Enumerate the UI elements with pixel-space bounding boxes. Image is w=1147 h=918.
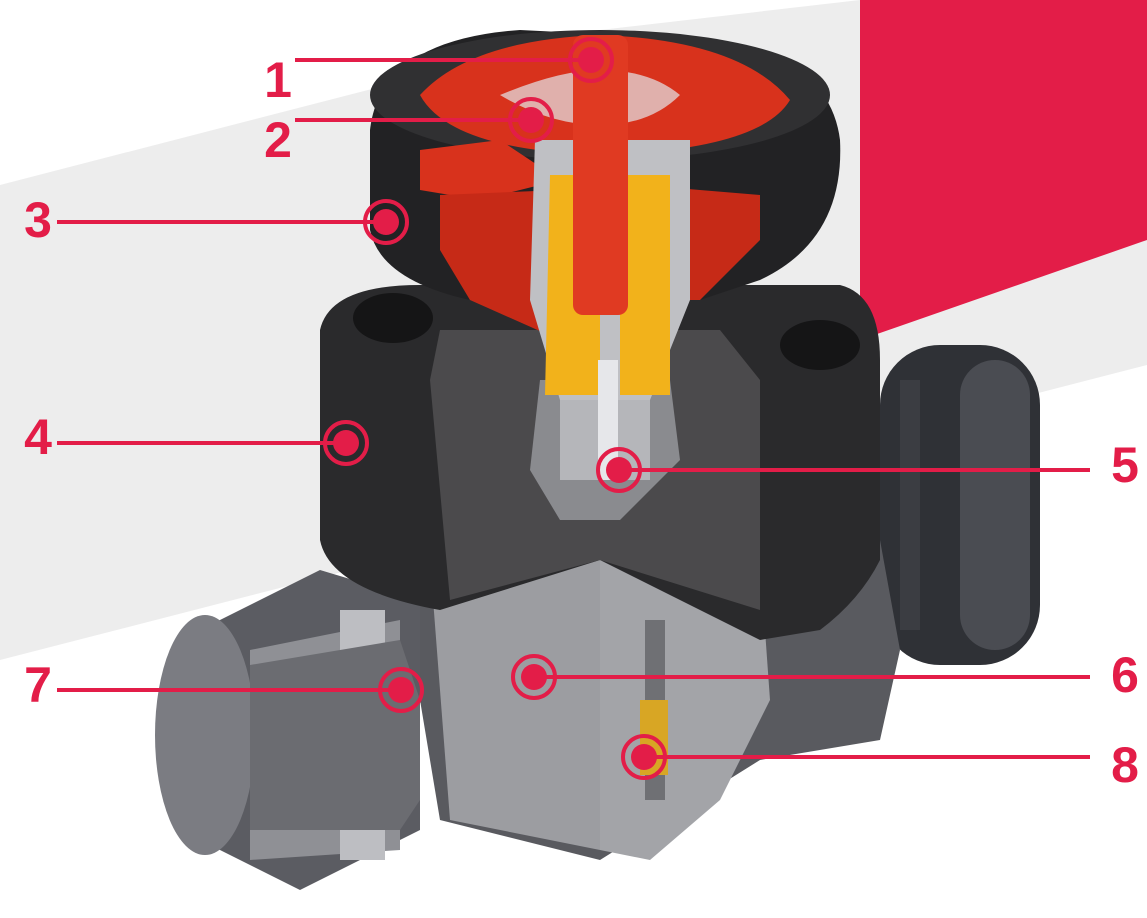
corner-red-block [860, 0, 1147, 340]
callout-number-4: 4 [24, 409, 52, 465]
callout-markers [323, 37, 667, 780]
callout-number-7: 7 [24, 657, 52, 713]
callout-number-6: 6 [1111, 647, 1139, 703]
callout-marker-dot-3 [373, 209, 399, 235]
callout-marker-ring-8 [621, 734, 667, 780]
callout-marker-dot-5 [606, 457, 632, 483]
callout-marker-dot-6 [521, 664, 547, 690]
callout-marker-ring-4 [323, 420, 369, 466]
callout-number-3: 3 [24, 192, 52, 248]
callout-marker-dot-7 [388, 677, 414, 703]
left-union [155, 570, 420, 890]
leader-lines [57, 58, 1090, 759]
callout-marker-ring-2 [508, 97, 554, 143]
callout-marker-ring-3 [363, 199, 409, 245]
callout-number-5: 5 [1111, 437, 1139, 493]
callout-marker-dot-1 [578, 47, 604, 73]
callout-number-2: 2 [264, 112, 292, 168]
callout-marker-dot-4 [333, 430, 359, 456]
right-union-nut [880, 345, 1040, 665]
callout-marker-ring-1 [568, 37, 614, 83]
spindle [530, 35, 690, 480]
callout-marker-dot-2 [518, 107, 544, 133]
bonnet [320, 285, 880, 640]
callout-marker-dot-8 [631, 744, 657, 770]
callout-number-8: 8 [1111, 737, 1139, 793]
callout-number-1: 1 [264, 52, 292, 108]
callout-marker-ring-7 [378, 667, 424, 713]
callout-marker-ring-6 [511, 654, 557, 700]
callout-marker-ring-5 [596, 447, 642, 493]
